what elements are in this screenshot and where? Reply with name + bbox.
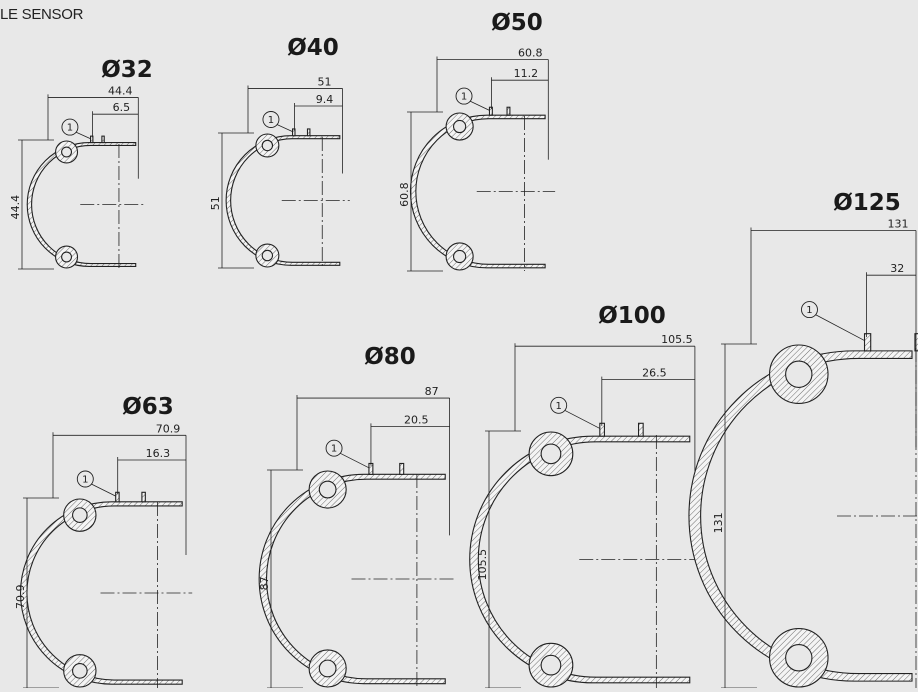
slot-dimension-label: 16.3	[146, 447, 171, 460]
tube-wall	[688, 350, 913, 682]
height-dimension-label: 60.8	[398, 182, 411, 207]
height-dimension-label: 51	[209, 196, 222, 210]
lobe-bore	[261, 139, 274, 152]
callout-number: 1	[82, 475, 88, 486]
callout-marker: 1	[550, 396, 600, 429]
callout-marker: 1	[325, 439, 370, 469]
slot-tooth	[488, 106, 493, 116]
lobe-bore	[72, 507, 88, 523]
overall-dimension-label: 87	[425, 385, 439, 398]
callout-leader	[469, 100, 490, 111]
slot-tooth	[506, 106, 511, 116]
profile-title: Ø125	[833, 190, 901, 216]
slot-tooth	[90, 135, 94, 144]
height-dimension-label: 44.4	[9, 195, 22, 220]
slot-dimension-label: 26.5	[642, 367, 667, 380]
callout-number: 1	[556, 401, 562, 412]
callout-number: 1	[331, 444, 337, 455]
callout-circle	[550, 396, 568, 414]
lobe-bore	[785, 360, 813, 388]
slot-tooth	[141, 491, 146, 503]
slot-tooth	[863, 333, 872, 352]
lobe-bore	[72, 663, 88, 679]
profile-title: Ø80	[364, 344, 416, 370]
callout-circle	[325, 439, 343, 457]
tube-wall	[225, 135, 341, 266]
lobe-bore	[261, 249, 274, 262]
lobe-bore	[318, 480, 337, 499]
lobe-bore	[318, 659, 337, 678]
profile-d50: Ø50 60.8 60.8 11.2 1	[398, 10, 556, 272]
slot-dimension-label: 32	[890, 262, 904, 275]
profile-title: Ø32	[101, 57, 153, 83]
tube-wall	[20, 501, 183, 685]
callout-marker: 1	[455, 87, 490, 111]
callout-leader	[75, 131, 91, 140]
lobe-bore	[785, 644, 813, 672]
slot-tooth	[306, 128, 311, 137]
lobe-bore	[61, 146, 73, 158]
profile-title: Ø40	[287, 35, 339, 61]
callout-leader	[815, 314, 865, 341]
callout-leader	[91, 483, 116, 497]
callout-marker: 1	[801, 301, 865, 341]
profile-title: Ø50	[491, 10, 543, 36]
slot-dimension-label: 9.4	[316, 93, 334, 106]
callout-circle	[455, 87, 473, 105]
profile-d40: Ø40 51 51 9.4 1	[209, 35, 350, 269]
lobe-bore	[540, 443, 562, 465]
slot-dimension-label: 6.5	[113, 101, 131, 114]
callout-leader	[276, 124, 293, 133]
lobe-bore	[452, 249, 467, 264]
callout-number: 1	[461, 92, 467, 103]
slot-dimension-label: 20.5	[404, 413, 429, 426]
callout-leader	[339, 452, 370, 469]
height-dimension-label: 87	[258, 576, 271, 590]
overall-dimension-label: 60.8	[518, 47, 543, 60]
callout-circle	[801, 301, 818, 319]
height-dimension-label: 131	[712, 512, 725, 533]
callout-number: 1	[268, 115, 274, 126]
lobe-bore	[452, 119, 467, 134]
slot-tooth	[291, 128, 296, 137]
slot-tooth	[914, 333, 918, 352]
slot-dimension-label: 11.2	[514, 67, 539, 80]
callout-marker: 1	[76, 470, 116, 497]
tube-wall	[26, 142, 137, 267]
callout-marker: 1	[262, 111, 293, 133]
slot-tooth	[399, 462, 405, 475]
height-dimension-label: 105.5	[476, 549, 489, 581]
lobe-bore	[540, 654, 562, 676]
callout-leader	[564, 409, 600, 429]
callout-number: 1	[67, 123, 73, 134]
header-text: LE SENSOR	[0, 6, 84, 23]
overall-dimension-label: 44.4	[108, 84, 133, 97]
slot-tooth	[101, 135, 105, 144]
callout-circle	[262, 111, 280, 128]
overall-dimension-label: 70.9	[156, 422, 181, 435]
tube-wall	[410, 114, 546, 269]
profile-d80: Ø80 87 87 20.5 1	[258, 344, 456, 689]
callout-marker: 1	[61, 118, 91, 140]
callout-circle	[61, 118, 79, 136]
lobe-bore	[61, 251, 73, 263]
overall-dimension-label: 131	[888, 217, 909, 230]
profile-title: Ø100	[598, 303, 666, 329]
overall-dimension-label: 51	[318, 75, 332, 88]
profile-d63: Ø63 70.9 70.9 16.3 1	[14, 394, 193, 689]
tube-wall	[258, 473, 446, 685]
callout-circle	[76, 470, 94, 488]
profile-d100: Ø100 105.5 105.5 26.5 1	[469, 303, 700, 689]
profile-title: Ø63	[122, 394, 174, 420]
height-dimension-label: 70.9	[14, 585, 27, 610]
overall-dimension-label: 105.5	[661, 333, 693, 346]
slot-tooth	[637, 422, 644, 437]
callout-number: 1	[806, 305, 812, 316]
